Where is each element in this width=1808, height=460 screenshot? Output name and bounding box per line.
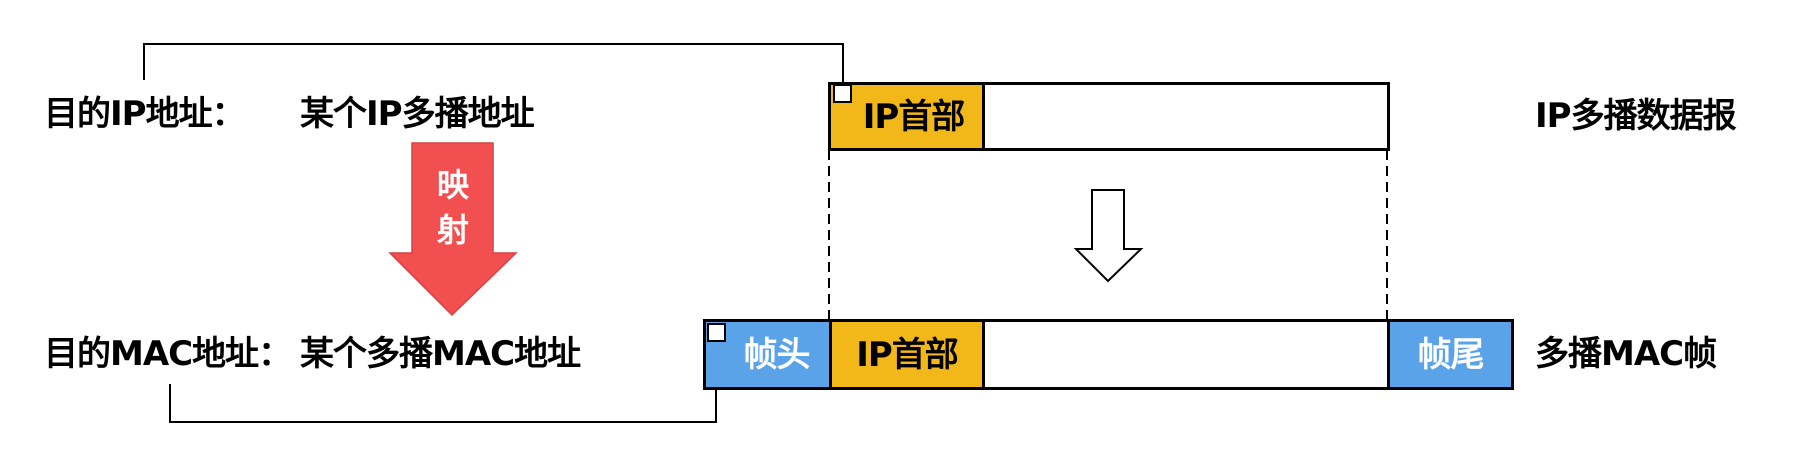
dest-mac-label: 目的MAC地址： [44,334,292,374]
mapping-arrow-icon [388,142,518,317]
frame-header-label: 帧头 [743,334,811,375]
mac-address-field-marker [707,323,726,342]
dest-ip-value: 某个IP多播地址 [300,94,535,134]
ip-header-block: IP首部 [828,82,985,151]
ip-address-connector [143,43,844,84]
mac-frame-caption: 多播MAC帧 [1535,334,1717,374]
ip-header-label: IP首部 [862,96,966,137]
encapsulation-arrow-icon [1073,189,1144,283]
mapping-arrow-char-2: 射 [437,211,470,249]
dest-mac-value: 某个多播MAC地址 [300,334,581,374]
ip-payload-block [982,82,1390,151]
ip-datagram-caption: IP多播数据报 [1535,96,1737,136]
frame-header-block: 帧头 [703,319,832,390]
mapping-arrow-char-1: 映 [437,166,470,204]
frame-trailer-label: 帧尾 [1417,334,1485,375]
frame-payload-block [982,319,1390,390]
frame-ip-header-label: IP首部 [856,334,959,375]
dest-ip-label: 目的IP地址： [44,94,246,134]
frame-trailer-block: 帧尾 [1387,319,1514,390]
ip-address-field-marker [833,84,852,103]
frame-ip-header-block: IP首部 [829,319,985,390]
